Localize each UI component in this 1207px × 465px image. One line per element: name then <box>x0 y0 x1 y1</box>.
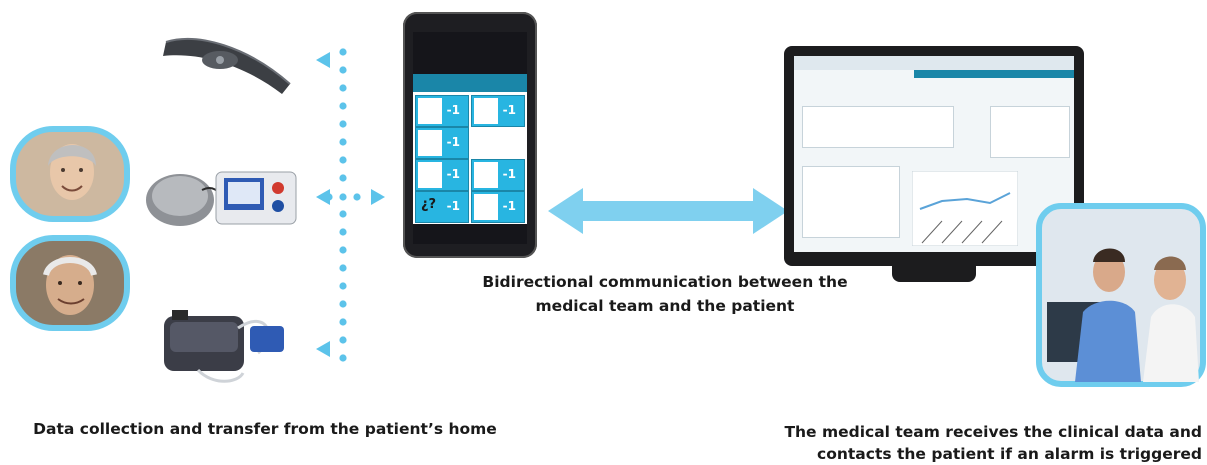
arrowhead-left-1 <box>316 52 330 68</box>
caption-medical-team-line2: contacts the patient if an alarm is trig… <box>817 445 1202 463</box>
phone-tile-7: -1 <box>471 191 525 223</box>
phone-screen: -1 -1 -1 -1 -1 ¿? -1 -1 <box>413 74 527 224</box>
monitor-navbar <box>914 70 1074 78</box>
caption-bidirectional: Bidirectional communication between the … <box>455 270 875 318</box>
monitor-panel-left <box>802 106 954 148</box>
arrowhead-left-2 <box>316 189 330 205</box>
phone-tile-3: -1 <box>415 127 469 159</box>
caption-bidirectional-line2: medical team and the patient <box>535 297 795 315</box>
arrowhead-right <box>371 189 385 205</box>
blood-pressure-monitor-icon <box>146 171 297 226</box>
phone-bottom-bar <box>413 224 527 244</box>
phone-screen-header <box>413 74 527 92</box>
pulse-oximeter-icon <box>164 310 284 383</box>
patient-photo-man <box>10 235 130 331</box>
caption-bidirectional-line1: Bidirectional communication between the <box>482 273 848 291</box>
phone-tile-1: -1 <box>415 95 469 127</box>
caption-medical-team-line1: The medical team receives the clinical d… <box>784 423 1202 441</box>
question-glyph: ¿? <box>421 197 437 212</box>
monitor-stand <box>892 266 976 282</box>
phone-tile-5: -1 <box>471 159 525 191</box>
caption-data-collection: Data collection and transfer from the pa… <box>33 420 497 438</box>
arrowhead-left-3 <box>316 341 330 357</box>
medical-team-photo <box>1036 203 1206 387</box>
phone-tile-6: ¿? -1 <box>415 191 469 223</box>
phone-tile-2: -1 <box>471 95 525 127</box>
monitor-panel-right <box>990 106 1070 158</box>
phone-tile-4: -1 <box>415 159 469 191</box>
caption-medical-team: The medical team receives the clinical d… <box>740 421 1202 465</box>
bidirectional-arrow-icon <box>548 188 788 234</box>
monitor-screen <box>794 56 1074 252</box>
vertical-dotted-line <box>339 48 347 362</box>
heart-strap-icon <box>163 38 291 94</box>
monitor-table <box>802 166 900 238</box>
monitor-chart <box>912 171 1018 246</box>
horizontal-dotted-line <box>325 193 361 201</box>
computer-monitor-icon <box>784 46 1084 282</box>
patient-photo-woman <box>10 126 130 222</box>
smartphone-icon: -1 -1 -1 -1 -1 ¿? -1 -1 <box>403 12 537 258</box>
monitor-topbar <box>794 56 1074 70</box>
